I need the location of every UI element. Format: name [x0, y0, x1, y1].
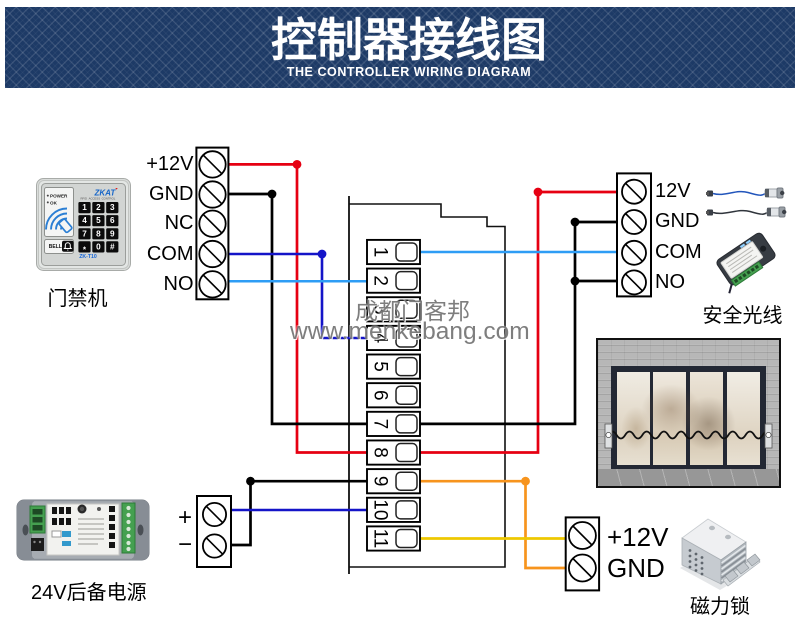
svg-text:*: * [83, 246, 87, 255]
svg-text:RFID ACCESS CONTROL: RFID ACCESS CONTROL [81, 196, 116, 200]
svg-text:ZK-T10: ZK-T10 [79, 254, 97, 260]
svg-text:2: 2 [370, 275, 391, 286]
svg-text:8: 8 [96, 229, 101, 238]
svg-text:9: 9 [110, 229, 115, 238]
svg-text:11: 11 [370, 529, 391, 549]
svg-text:BELL: BELL [49, 244, 62, 250]
svg-text:OK: OK [50, 200, 58, 205]
svg-text:1: 1 [370, 247, 391, 258]
svg-text:2: 2 [96, 203, 101, 212]
svg-text:3: 3 [370, 304, 391, 315]
svg-text:#: # [110, 242, 115, 251]
svg-text:5: 5 [370, 361, 391, 372]
svg-text:6: 6 [370, 390, 391, 401]
svg-text:ZKAT: ZKAT [94, 188, 117, 197]
svg-text:9: 9 [370, 476, 391, 487]
svg-text:7: 7 [370, 419, 391, 430]
svg-text:8: 8 [370, 447, 391, 458]
svg-text:5: 5 [96, 216, 101, 225]
svg-text:6: 6 [110, 216, 115, 225]
svg-text:7: 7 [82, 229, 87, 238]
svg-text:1: 1 [82, 203, 87, 212]
svg-text:0: 0 [96, 242, 101, 251]
svg-text:POWER: POWER [50, 194, 68, 199]
svg-text:3: 3 [110, 203, 115, 212]
svg-text:4: 4 [82, 216, 87, 225]
svg-text:4: 4 [370, 333, 391, 344]
svg-text:10: 10 [370, 499, 391, 520]
